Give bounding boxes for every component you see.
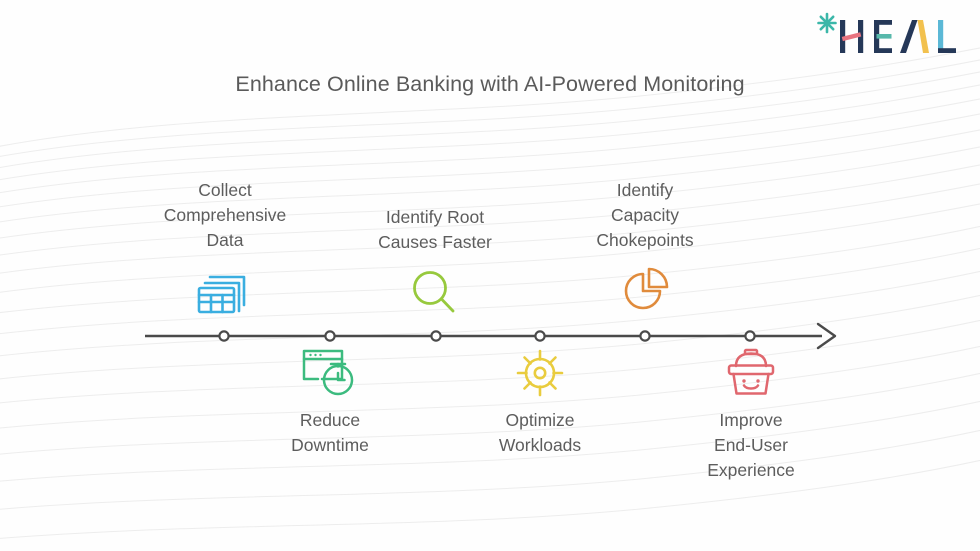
logo-h-accent <box>841 32 862 42</box>
timeline-node <box>534 330 546 342</box>
milestone-identify-capacity-chokepoints[interactable]: Identify Capacity Chokepoints <box>560 178 730 319</box>
milestone-label: Optimize Workloads <box>498 410 582 455</box>
smiling-basket-icon <box>665 344 837 402</box>
milestone-label: Identify Capacity Chokepoints <box>596 180 694 250</box>
magnifier-icon <box>345 263 525 321</box>
timeline-node <box>639 330 651 342</box>
milestone-label: Reduce Downtime <box>291 410 369 455</box>
logo-letter-a <box>900 20 929 53</box>
pie-chart-icon <box>560 261 730 319</box>
heal-logo <box>816 12 966 65</box>
milestone-optimize-workloads[interactable]: Optimize Workloads <box>450 344 630 458</box>
logo-e-accent <box>876 34 892 39</box>
logo-letter-l <box>938 20 956 53</box>
milestone-label: Improve End-User Experience <box>707 410 795 480</box>
timeline-node <box>218 330 230 342</box>
milestone-label: Collect Comprehensive Data <box>163 180 287 250</box>
gear-sun-icon <box>450 344 630 402</box>
stacked-data-tables-icon <box>125 261 325 319</box>
timeline-node <box>430 330 442 342</box>
milestone-collect-comprehensive-data[interactable]: Collect Comprehensive Data <box>125 178 325 319</box>
asterisk-icon <box>817 12 837 34</box>
milestone-label: Identify Root Causes Faster <box>378 207 492 252</box>
page-title: Enhance Online Banking with AI-Powered M… <box>235 72 745 96</box>
milestone-identify-root-causes-faster[interactable]: Identify Root Causes Faster <box>345 205 525 321</box>
timeline-node <box>744 330 756 342</box>
milestone-improve-end-user-experience[interactable]: Improve End-User Experience <box>665 344 837 483</box>
heal-logo-mark <box>817 12 956 53</box>
browser-stopwatch-icon <box>240 344 420 402</box>
milestone-reduce-downtime[interactable]: Reduce Downtime <box>240 344 420 458</box>
timeline-node <box>324 330 336 342</box>
